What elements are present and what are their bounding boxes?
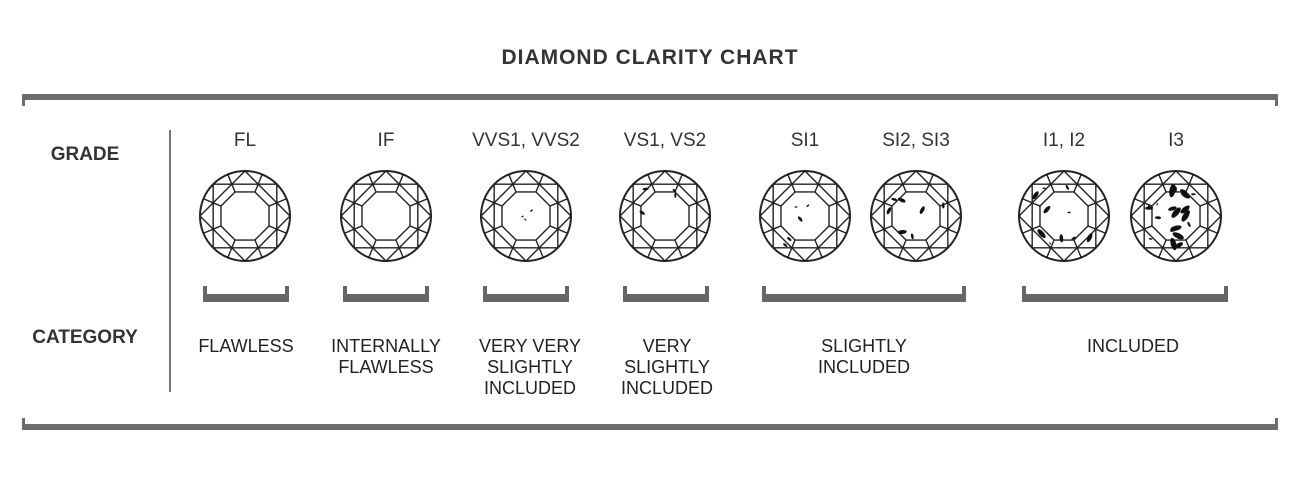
inclusion-mark [1145,206,1154,210]
category-row-label: CATEGORY [32,327,138,348]
top-rule [22,94,1278,100]
diamond-icon [480,170,572,262]
inclusion-mark [1180,205,1190,214]
bottom-rule [22,424,1278,430]
inclusion-mark [1071,236,1076,240]
bracket-si [762,286,966,302]
inclusion-mark [1191,193,1196,196]
category-vs: VERY SLIGHTLY INCLUDED [620,336,713,398]
grade-vs: VS1, VS2 [623,130,707,151]
inclusion-mark [1042,187,1046,189]
inclusion-mark [642,187,649,191]
inclusion-mark [530,209,533,212]
inclusion-mark [1067,211,1071,214]
inclusion-mark [1168,206,1177,211]
category-vvs: VERY VERY SLIGHTLY INCLUDED [478,336,582,398]
diamond-icon [870,170,962,262]
label-divider [169,130,171,392]
inclusion-mark [1179,189,1187,194]
grade-if: IF [377,130,395,151]
inclusion-mark [1154,216,1162,220]
inclusion-mark [794,206,798,208]
inclusion-mark [1059,234,1064,243]
top-rule-left-tick [22,94,25,106]
diamond-icon [199,170,291,262]
inclusion-mark [1086,233,1093,243]
category-included: INCLUDED [1086,336,1179,356]
inclusion-mark [783,243,788,248]
chart-title: DIAMOND CLARITY CHART [501,46,799,69]
bracket-included [1022,286,1228,302]
diamond-icon [619,170,711,262]
diamond-icon [759,170,851,262]
diamond-icon [1018,170,1110,262]
grade-si2-si3: SI2, SI3 [882,130,950,151]
bracket-internally-flawless [343,286,429,302]
inclusion-mark [787,237,792,241]
inclusion-mark [806,204,810,208]
inclusion-mark [1174,242,1184,249]
inclusion-mark [1037,229,1046,239]
bracket-vvs [483,286,569,302]
diamond-icon [340,170,432,262]
inclusion-mark [1148,238,1153,240]
inclusion-mark [941,202,945,209]
category-internally-flawless: INTERNALLY FLAWLESS [331,336,441,377]
inclusion-mark [1187,221,1191,227]
inclusion-mark [1181,210,1190,222]
category-flawless: FLAWLESS [198,336,294,356]
inclusion-mark [672,188,677,193]
inclusion-mark [897,229,907,235]
bracket-vs [623,286,709,302]
inclusion-mark [1065,184,1069,190]
inclusion-mark [919,206,925,214]
inclusion-mark [897,197,906,203]
grade-vvs: VVS1, VVS2 [472,130,580,151]
grade-fl: FL [233,130,257,151]
grade-si1: SI1 [790,130,820,151]
inclusion-mark [1180,191,1191,199]
inclusion-mark [1170,237,1177,251]
inclusion-mark [886,207,892,215]
grade-row-label: GRADE [50,144,120,165]
inclusion-mark [1169,183,1176,198]
inclusion-mark [1170,225,1182,232]
inclusion-mark [639,210,645,215]
inclusion-mark [521,215,524,218]
category-slightly-included: SLIGHTLY INCLUDED [817,336,910,377]
diamond-icon [1130,170,1222,262]
inclusion-mark [524,218,527,221]
inclusion-mark [1049,242,1051,245]
inclusion-mark [891,197,898,201]
inclusion-mark [1043,205,1051,214]
inclusion-mark [1156,202,1158,206]
bottom-rule-left-tick [22,418,25,430]
inclusion-mark [797,216,803,222]
inclusion-mark [1172,232,1184,240]
grade-i1-i2: I1, I2 [1042,130,1086,151]
top-rule-right-tick [1275,94,1278,106]
inclusion-mark [910,233,914,240]
bottom-rule-right-tick [1275,418,1278,430]
inclusion-mark [674,193,677,198]
inclusion-mark [1171,207,1181,218]
grade-i3: I3 [1168,130,1184,151]
bracket-flawless [203,286,289,302]
inclusion-mark [1032,191,1039,200]
